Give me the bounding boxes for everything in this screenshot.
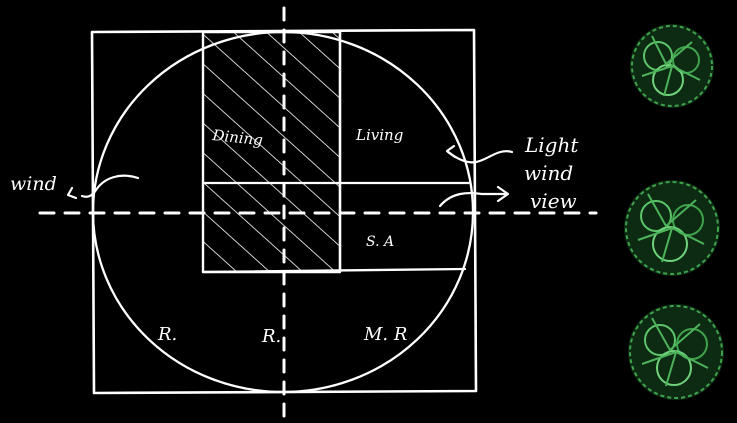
tree-icon: [624, 180, 720, 276]
label-living: Living: [355, 126, 403, 144]
label-r-left: R.: [157, 324, 177, 345]
hatched-dining-zone: [203, 32, 340, 272]
label-sa: S. A: [366, 234, 394, 250]
label-wind-right: wind: [524, 161, 573, 185]
wind-arrow-left: [68, 176, 138, 198]
label-view: view: [530, 189, 577, 213]
light-arrow: [447, 146, 512, 162]
tree-icon: [628, 304, 724, 400]
label-r-mid: R.: [261, 326, 281, 347]
tree-group: [624, 24, 724, 400]
tree-icon: [630, 24, 714, 108]
label-wind-left: wind: [10, 173, 57, 195]
label-mr: M. R: [363, 324, 407, 345]
label-light: Light: [524, 133, 579, 157]
